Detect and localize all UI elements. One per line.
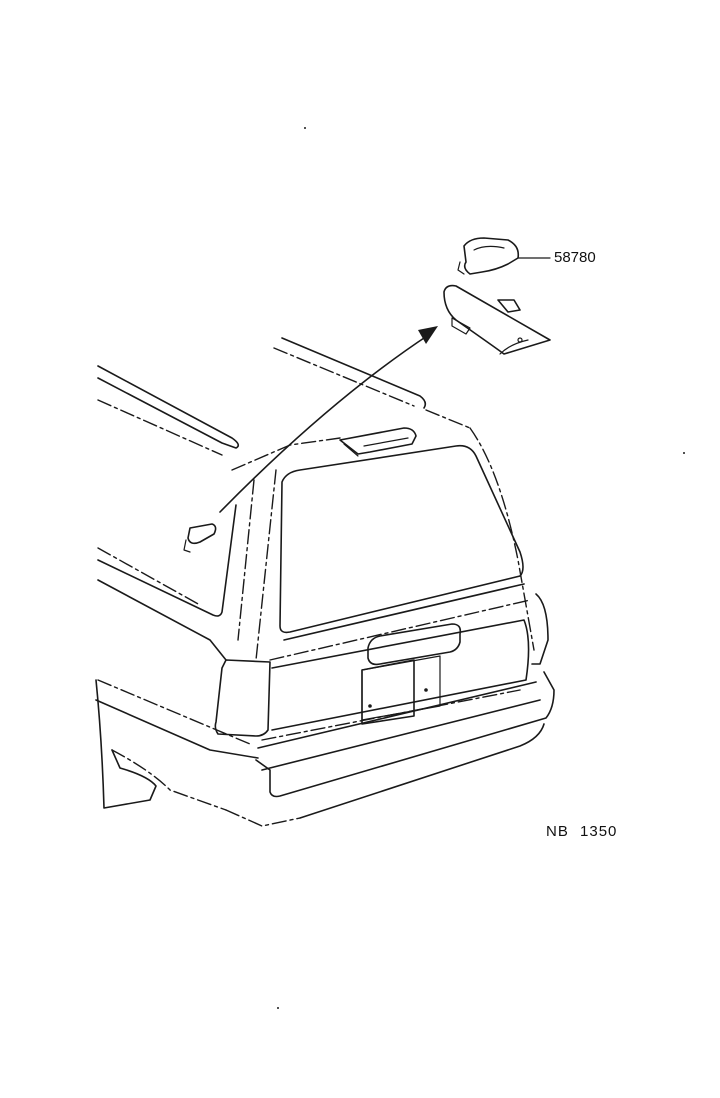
speck (683, 452, 685, 454)
leader-arrow (219, 326, 438, 513)
speck (277, 1007, 279, 1009)
vehicle-body-outline (95, 337, 555, 827)
part-number-callout: 58780 (554, 249, 596, 266)
high-mount-stop-lamp-part (443, 237, 551, 355)
figure-code: NB 1350 (546, 823, 618, 840)
speck (304, 127, 306, 129)
